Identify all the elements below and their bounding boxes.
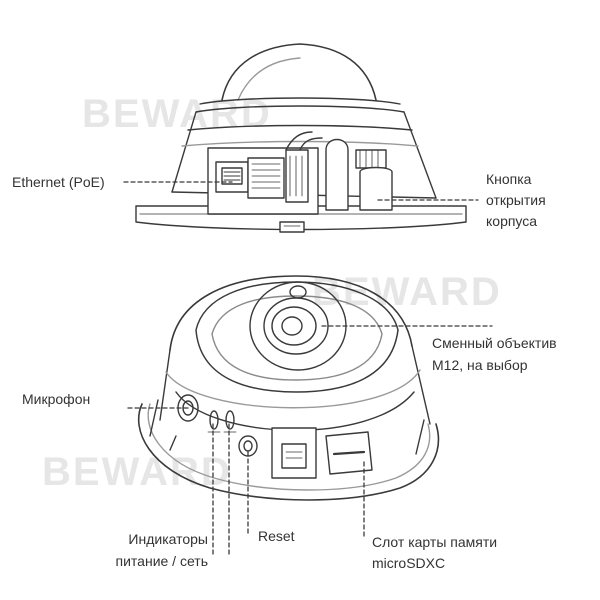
label-housing-open-button: Кнопка открытия корпуса: [486, 170, 546, 230]
label-line: корпуса: [486, 213, 538, 229]
label-sd-slot: Слот карты памяти microSDXC: [372, 533, 497, 572]
label-line: питание / сеть: [115, 553, 208, 569]
label-line: microSDXC: [372, 555, 446, 571]
label-ethernet-poe: Ethernet (PoE): [12, 174, 105, 190]
label-microphone: Микрофон: [22, 391, 91, 407]
label-line: М12, на выбор: [432, 357, 528, 373]
camera-top-view: [135, 43, 467, 233]
label-lens: Сменный объектив М12, на выбор: [432, 334, 557, 374]
label-line: Сменный объектив: [432, 335, 557, 351]
label-line: Индикаторы: [128, 531, 208, 547]
watermark-middle: BEWARD: [312, 270, 502, 314]
label-indicators: Индикаторы питание / сеть: [104, 530, 208, 570]
label-line: открытия: [486, 192, 546, 208]
label-reset: Reset: [258, 528, 295, 544]
label-line: Кнопка: [486, 171, 532, 187]
camera-bottom-view: [137, 275, 440, 501]
label-line: Слот карты памяти: [372, 534, 498, 550]
leader-lines: [123, 181, 493, 557]
